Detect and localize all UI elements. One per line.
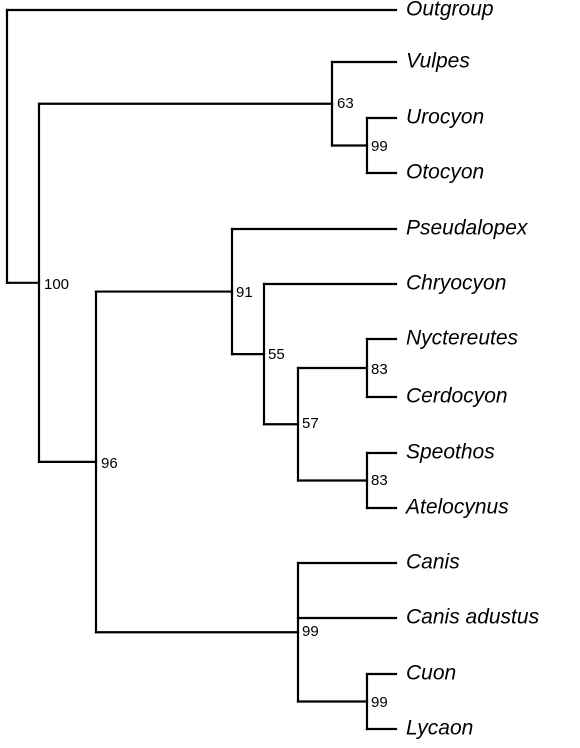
taxon-label-vulpes: Vulpes [406,50,470,73]
taxon-label-pseudalopex: Pseudalopex [406,217,529,240]
support-value-chryocyon-clade: 55 [268,346,285,363]
support-value-canis-clade: 99 [302,623,319,640]
support-value-ingroup: 100 [44,276,69,293]
taxon-label-outgroup: Outgroup [406,0,494,21]
taxon-label-lycaon: Lycaon [406,717,473,740]
support-value-urocyon-otocyon: 99 [371,138,388,155]
taxon-label-canis-adustus: Canis adustus [406,606,540,629]
support-value-canini-clade: 96 [101,455,118,472]
taxon-label-cerdocyon: Cerdocyon [406,385,508,408]
taxon-label-canis: Canis [406,551,460,574]
taxon-label-cuon: Cuon [406,662,456,685]
support-value-nyctereutes-speothos: 57 [302,415,319,432]
support-value-vulpes-clade: 63 [337,95,354,112]
support-value-south-american-clade: 91 [236,284,253,301]
taxon-label-otocyon: Otocyon [406,161,484,184]
support-value-cuon-lycaon: 99 [371,694,388,711]
taxon-label-speothos: Speothos [406,441,495,464]
support-value-nyctereutes-cerdocyon: 83 [371,361,388,378]
taxon-label-urocyon: Urocyon [406,106,484,129]
taxon-label-chryocyon: Chryocyon [406,272,506,295]
taxon-label-atelocynus: Atelocynus [404,496,509,519]
taxon-label-nyctereutes: Nyctereutes [406,327,519,350]
support-value-speothos-atelocynus: 83 [371,472,388,489]
tree-branches [5,8,398,731]
